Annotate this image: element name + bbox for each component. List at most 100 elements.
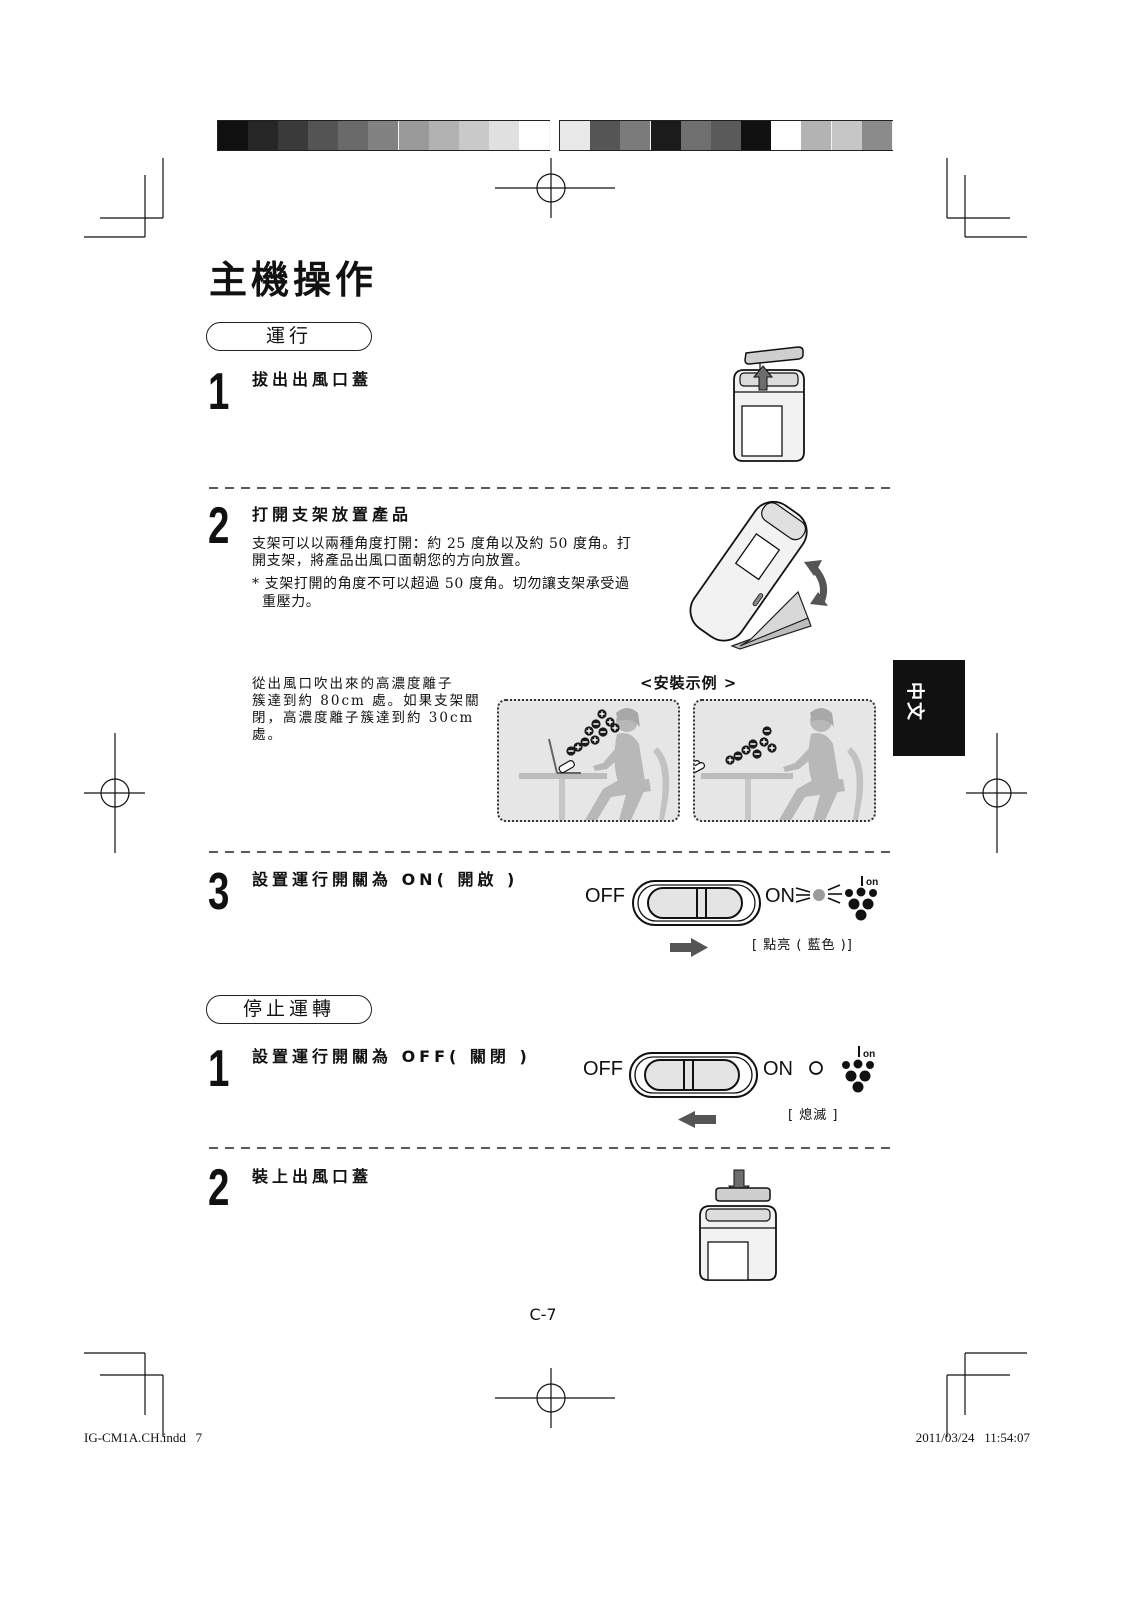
color-swatch xyxy=(831,121,863,150)
installation-example-open-stand xyxy=(497,699,680,822)
ion-range-text: 處。 xyxy=(252,727,283,743)
color-swatch xyxy=(620,121,652,150)
color-swatch xyxy=(428,121,460,150)
color-swatch xyxy=(398,121,430,150)
switch-on-label: ON xyxy=(765,885,795,907)
positive-ion-icon xyxy=(610,723,620,733)
person-silhouette xyxy=(585,708,670,820)
negative-ion-icon xyxy=(580,737,590,747)
arrow-left-icon xyxy=(678,1111,716,1128)
step-heading: 裝上出風口蓋 xyxy=(252,1167,373,1186)
color-swatch xyxy=(488,121,520,150)
color-swatch xyxy=(771,121,803,150)
indicator-status-caption: [ 熄滅 ] xyxy=(788,1108,839,1123)
person-silhouette xyxy=(779,708,864,820)
color-swatch xyxy=(741,121,773,150)
page-title: 主機操作 xyxy=(209,258,378,302)
color-swatch xyxy=(308,121,340,150)
step-heading: 設置運行開關為 ON( 開啟 ) xyxy=(252,870,519,889)
color-swatch xyxy=(680,121,712,150)
instruction-text: 開支架，將產品出風口面朝您的方向放置。 xyxy=(252,553,530,569)
color-swatch xyxy=(590,121,622,150)
registration-mark-top xyxy=(495,158,615,218)
footer-filename: IG-CM1A.CH.indd 7 xyxy=(84,1430,203,1445)
section-label-run: 運行 xyxy=(206,322,372,351)
positive-ion-icon xyxy=(767,743,777,753)
desk-scene xyxy=(695,708,864,820)
color-swatch xyxy=(518,121,550,150)
remove-outlet-cover-illustration xyxy=(733,346,805,462)
switch-slider xyxy=(647,887,743,919)
negative-ion-icon xyxy=(748,739,758,749)
installation-example-label: <安裝示例 > xyxy=(640,674,738,692)
crop-mark-bottom-left xyxy=(84,1352,164,1437)
crop-mark-bottom-right xyxy=(946,1352,1027,1437)
ion-range-text: 從出風口吹出來的高濃度離子 xyxy=(252,676,454,692)
plasmacluster-icon: on xyxy=(845,876,878,921)
positive-ion-icon xyxy=(590,735,600,745)
step-heading: 打開支架放置產品 xyxy=(252,505,413,524)
color-swatch xyxy=(560,121,591,150)
arrow-up-icon xyxy=(752,365,774,391)
color-swatch xyxy=(650,121,682,150)
negative-ion-icon xyxy=(598,727,608,737)
registration-mark-left xyxy=(84,733,145,853)
switch-off-label: OFF xyxy=(585,885,625,907)
step-number: 3 xyxy=(208,863,230,921)
caution-note: 重壓力。 xyxy=(262,594,321,610)
crop-mark-top-left xyxy=(84,158,164,238)
power-switch-off-illustration: OFF ON on xyxy=(583,1046,875,1128)
color-swatch xyxy=(458,121,490,150)
color-swatch xyxy=(710,121,742,150)
registration-mark-right xyxy=(966,733,1027,853)
device-icon xyxy=(695,762,706,774)
switch-off-label: OFF xyxy=(583,1058,623,1080)
step-number: 2 xyxy=(208,497,230,555)
installation-example-closed-stand xyxy=(693,699,876,822)
instruction-text: 支架可以以兩種角度打開：約 25 度角以及約 50 度角。打 xyxy=(252,536,632,552)
color-swatch xyxy=(368,121,400,150)
language-tab-label: 中文 xyxy=(904,682,925,722)
negative-ion-icon xyxy=(762,726,772,736)
positive-ion-icon xyxy=(584,726,594,736)
positive-ion-icon xyxy=(741,745,751,755)
footer-timestamp: 2011/03/24 11:54:07 xyxy=(915,1430,1030,1445)
color-swatch xyxy=(338,121,370,150)
step-heading: 設置運行開關為 OFF( 關閉 ) xyxy=(252,1047,531,1066)
negative-ion-icon xyxy=(566,746,576,756)
step-number: 1 xyxy=(208,1040,230,1098)
indicator-lamp-off-icon xyxy=(809,1061,823,1075)
positive-ion-icon xyxy=(597,709,607,719)
color-swatch xyxy=(278,121,310,150)
indicator-status-caption: [ 點亮 ( 藍色 )] xyxy=(752,938,853,953)
color-bar-left xyxy=(217,120,550,151)
color-bar-right xyxy=(559,120,893,151)
negative-ion-icon xyxy=(752,749,762,759)
step-heading: 拔出出風口蓋 xyxy=(252,370,373,389)
power-switch-on-illustration: OFF ON on xyxy=(585,876,878,957)
attach-outlet-cover-illustration xyxy=(699,1169,777,1281)
indicator-lamp-lit-icon xyxy=(813,889,825,901)
section-label-stop: 停止運轉 xyxy=(206,995,372,1024)
positive-ion-icon xyxy=(573,742,583,752)
ion-range-text: 閉，高濃度離子簇達到約 30cm xyxy=(252,710,475,726)
step-number: 1 xyxy=(208,363,230,421)
crop-mark-top-right xyxy=(946,158,1027,238)
negative-ion-icon xyxy=(591,719,601,729)
indicator-on-label: on xyxy=(866,877,878,888)
color-swatch xyxy=(218,121,249,150)
light-rays-icon xyxy=(795,884,842,904)
indicator-on-label: on xyxy=(863,1049,875,1060)
color-swatch xyxy=(861,121,893,150)
ion-generator-icon xyxy=(558,760,575,774)
ion-range-text: 簇達到約 80cm 處。如果支架關 xyxy=(252,693,481,709)
positive-ion-icon xyxy=(759,737,769,747)
language-tab: 中文 xyxy=(893,660,965,756)
switch-on-label: ON xyxy=(763,1058,793,1080)
caution-note: * 支架打開的角度不可以超過 50 度角。切勿讓支架承受過 xyxy=(252,576,630,592)
registration-mark-bottom xyxy=(495,1368,615,1428)
color-swatch xyxy=(801,121,833,150)
step-number: 2 xyxy=(208,1159,230,1217)
